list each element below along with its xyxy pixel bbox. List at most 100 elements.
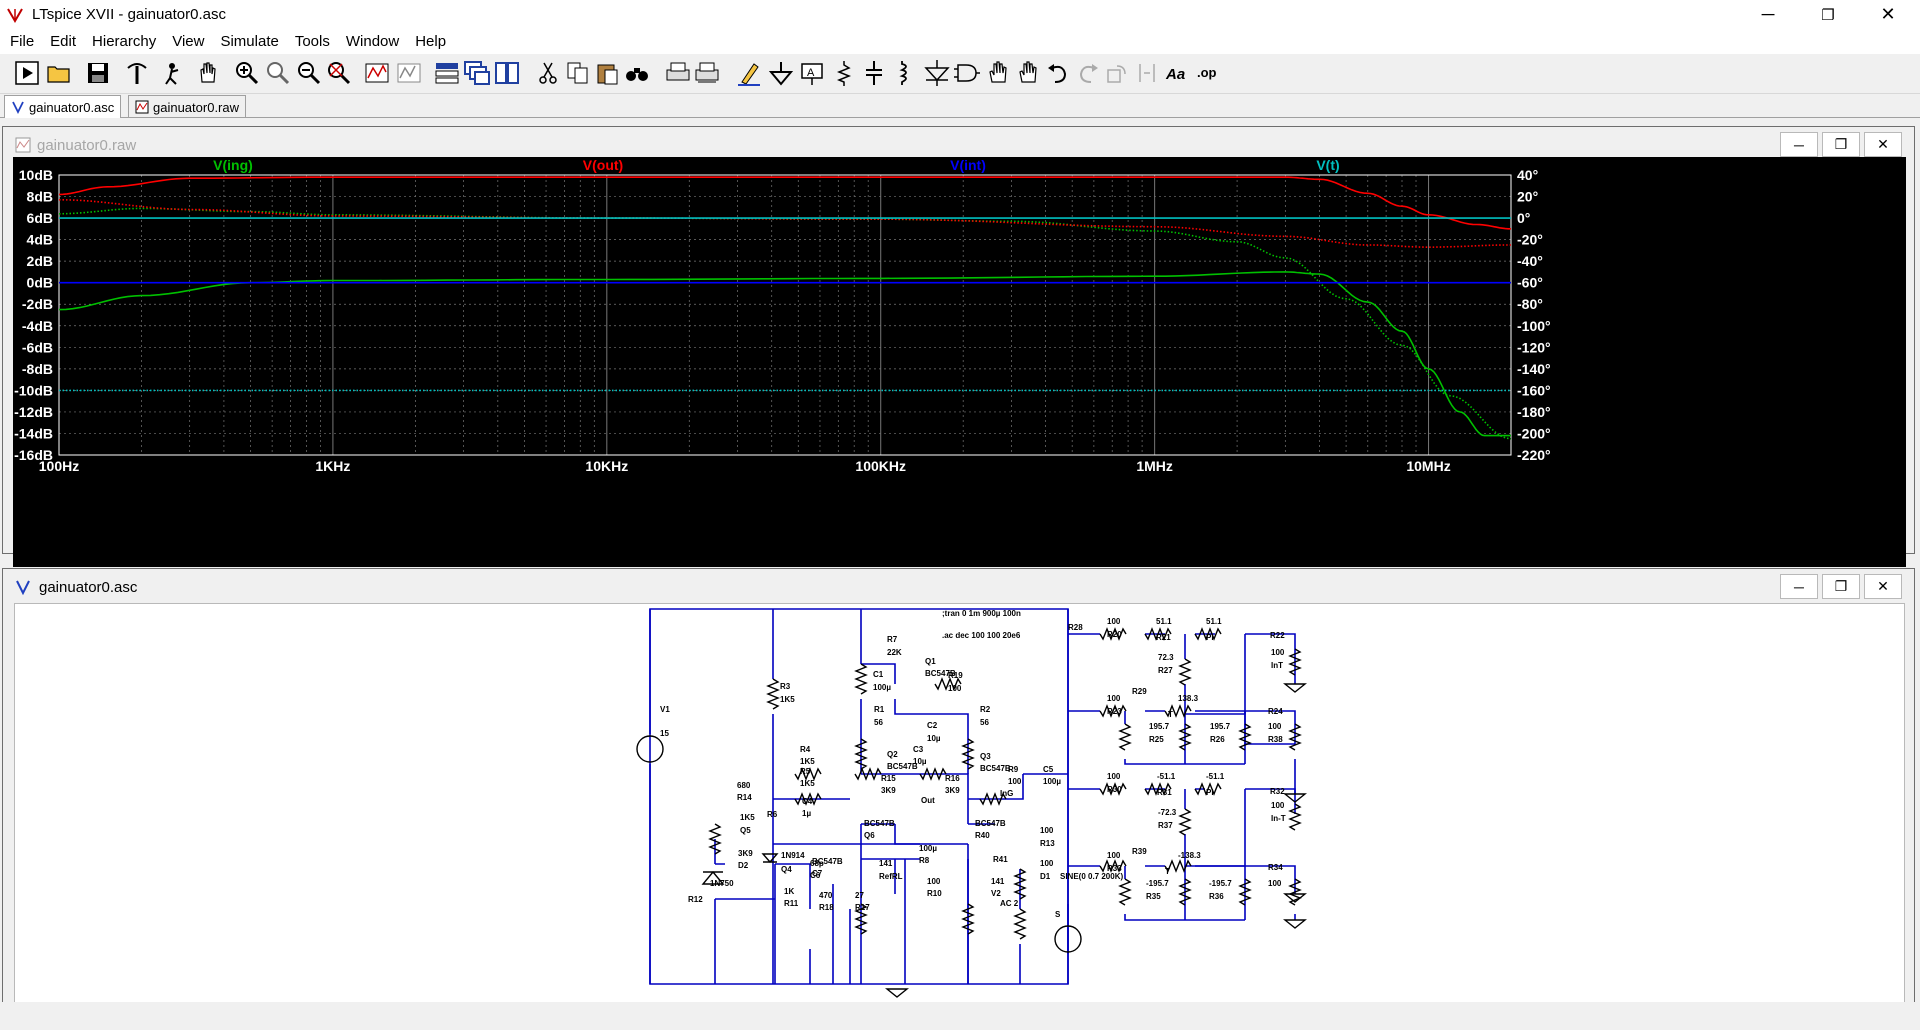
- schematic-label: BC547B: [812, 857, 843, 866]
- schematic-label: 138.3: [1178, 694, 1199, 703]
- schematic-label: 141: [991, 877, 1005, 886]
- menu-help[interactable]: Help: [415, 33, 447, 50]
- tile-horizontal-icon[interactable]: [432, 58, 462, 88]
- menu-window[interactable]: Window: [345, 33, 400, 50]
- waveform-window-titlebar[interactable]: gainuator0.raw: [3, 127, 1914, 163]
- schematic-label: 100: [1268, 879, 1282, 888]
- schematic-label: 1K5: [780, 695, 795, 704]
- spice-directive[interactable]: .ac dec 100 100 20e6: [942, 631, 1021, 640]
- schematic-label: R38: [1268, 735, 1283, 744]
- schematic-label: R20: [1107, 630, 1122, 639]
- cut-icon[interactable]: [533, 58, 563, 88]
- drag-hand-icon[interactable]: [1013, 58, 1043, 88]
- schematic-label: 100: [1271, 801, 1285, 810]
- zoom-out-icon[interactable]: [294, 58, 324, 88]
- schematic-label: 195.7: [1210, 722, 1231, 731]
- capacitor-icon[interactable]: [859, 58, 889, 88]
- x-tick-label: 1KHz: [315, 458, 350, 474]
- print-setup-icon[interactable]: [692, 58, 722, 88]
- schematic-icon: [12, 101, 24, 114]
- y-tick-label-right: 20°: [1517, 189, 1538, 205]
- menu-file[interactable]: File: [10, 33, 35, 50]
- series-magnitude-line: [58, 271, 1511, 437]
- waveform-icon: [15, 137, 31, 153]
- schematic-label: C5: [1043, 765, 1054, 774]
- component-icon[interactable]: [952, 58, 982, 88]
- schematic-label: Q5: [740, 826, 751, 835]
- schematic-label: 100: [948, 684, 962, 693]
- waveform-close-button[interactable]: ✕: [1864, 132, 1902, 157]
- zoom-in-icon[interactable]: [232, 58, 262, 88]
- menu-tools[interactable]: Tools: [294, 33, 330, 50]
- menu-edit[interactable]: Edit: [50, 33, 77, 50]
- legend-entry: V(t): [1316, 157, 1339, 173]
- schematic-label: D2: [738, 861, 749, 870]
- open-folder-icon[interactable]: [44, 58, 74, 88]
- circuit-diagram[interactable]: V115R31K5R722KQ1BC547BC1100µR19100R156R2…: [15, 604, 1904, 1002]
- menu-simulate[interactable]: Simulate: [220, 33, 279, 50]
- undo-icon[interactable]: [1043, 58, 1073, 88]
- menu-view[interactable]: View: [172, 33, 205, 50]
- menu-hierarchy[interactable]: Hierarchy: [92, 33, 157, 50]
- tile-vertical-icon[interactable]: [492, 58, 522, 88]
- rotate-icon[interactable]: [1103, 58, 1133, 88]
- move-hand-icon[interactable]: [983, 58, 1013, 88]
- waveform-restore-button[interactable]: ❐: [1822, 132, 1860, 157]
- schematic-label: Q3: [980, 752, 991, 761]
- close-icon: ✕: [1877, 136, 1889, 152]
- copy-icon[interactable]: [563, 58, 593, 88]
- paste-icon[interactable]: [593, 58, 623, 88]
- bode-plot[interactable]: 10dB8dB6dB4dB2dB0dB-2dB-4dB-6dB-8dB-10dB…: [13, 157, 1906, 567]
- schematic-label: BC547B: [975, 819, 1006, 828]
- schematic-label: 100µ: [873, 683, 891, 692]
- tab-waveform[interactable]: gainuator0.raw: [128, 95, 246, 118]
- halt-icon[interactable]: [160, 58, 190, 88]
- ground-icon[interactable]: [766, 58, 796, 88]
- schematic-label: -138.3: [1178, 851, 1201, 860]
- schematic-label: Out: [921, 796, 935, 805]
- schematic-minimize-button[interactable]: ─: [1780, 574, 1818, 599]
- spice-directive-icon[interactable]: .op: [1193, 58, 1223, 88]
- schematic-label: 100: [1268, 722, 1282, 731]
- y-tick-label-right: -160°: [1517, 382, 1551, 398]
- inductor-icon[interactable]: [888, 58, 918, 88]
- schematic-label: D1: [1040, 872, 1051, 881]
- schematic-close-button[interactable]: ✕: [1864, 574, 1902, 599]
- tab-schematic[interactable]: gainuator0.asc: [4, 95, 122, 118]
- resistor-icon[interactable]: [829, 58, 859, 88]
- label-net-icon[interactable]: A: [797, 58, 827, 88]
- zoom-fit-icon[interactable]: [263, 58, 293, 88]
- find-icon[interactable]: [622, 58, 652, 88]
- close-button[interactable]: ✕: [1860, 0, 1916, 29]
- waveform-minimize-button[interactable]: ─: [1780, 132, 1818, 157]
- draw-wire-icon[interactable]: [734, 58, 764, 88]
- minimize-button[interactable]: ─: [1740, 0, 1796, 29]
- schematic-restore-button[interactable]: ❐: [1822, 574, 1860, 599]
- schematic-label: 15: [660, 729, 669, 738]
- schematic-label: R13: [1040, 839, 1055, 848]
- schematic-window-titlebar[interactable]: gainuator0.asc: [3, 569, 1914, 605]
- run-icon[interactable]: [12, 58, 42, 88]
- diode-icon[interactable]: [922, 58, 952, 88]
- schematic-label: 195.7: [1149, 722, 1170, 731]
- mirror-icon[interactable]: [1132, 58, 1162, 88]
- control-panel-icon[interactable]: [122, 58, 152, 88]
- y-tick-label-right: 40°: [1517, 167, 1538, 183]
- cascade-icon[interactable]: [462, 58, 492, 88]
- spice-directive[interactable]: ;tran 0 1m 900µ 100n: [942, 609, 1021, 618]
- schematic-label: R22: [1270, 631, 1285, 640]
- schematic-label: BC547B: [864, 819, 895, 828]
- save-icon[interactable]: [83, 58, 113, 88]
- schematic-label: T: [1168, 710, 1173, 719]
- print-icon[interactable]: [663, 58, 693, 88]
- autorange-icon[interactable]: [362, 58, 392, 88]
- pan-hand-icon[interactable]: [193, 58, 223, 88]
- zoom-full-icon[interactable]: [324, 58, 354, 88]
- restore-button[interactable]: ❐: [1800, 0, 1856, 29]
- schematic-label: 56: [980, 718, 989, 727]
- text-icon[interactable]: Aa: [1163, 58, 1193, 88]
- autorange-y-icon[interactable]: [394, 58, 424, 88]
- redo-icon[interactable]: [1073, 58, 1103, 88]
